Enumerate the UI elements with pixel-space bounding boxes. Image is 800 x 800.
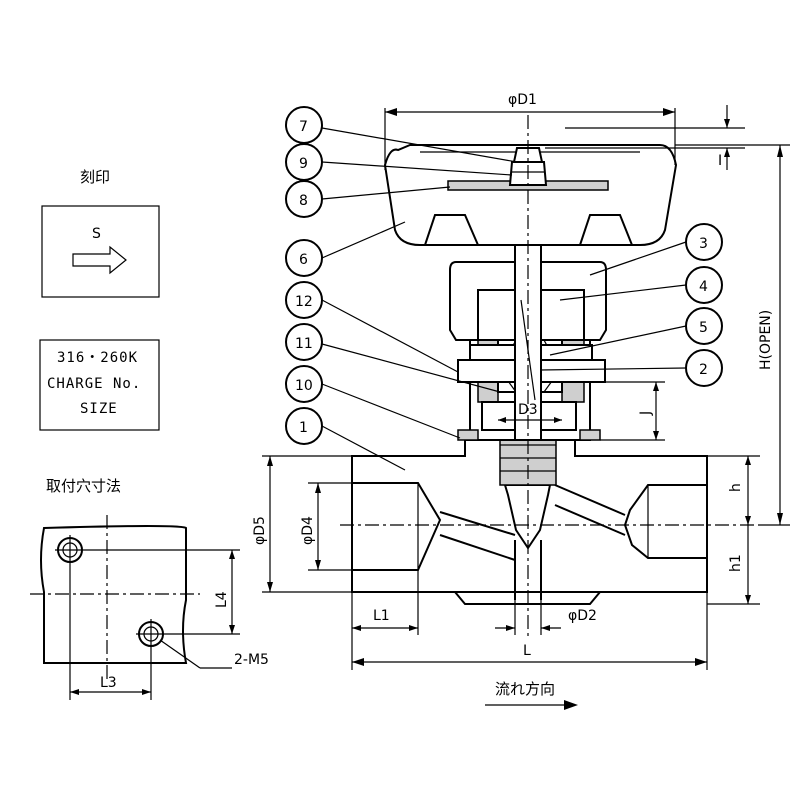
balloon-8: 8 xyxy=(285,180,323,218)
flow-stamp-letter: S xyxy=(92,226,101,242)
balloon-6: 6 xyxy=(285,239,323,277)
balloon-11: 11 xyxy=(285,323,323,361)
svg-text:10: 10 xyxy=(295,378,313,394)
svg-text:12: 12 xyxy=(295,294,313,310)
dim-D4: φD4 xyxy=(300,516,316,545)
svg-text:6: 6 xyxy=(299,252,308,268)
balloon-4: 4 xyxy=(685,266,723,304)
mounting-panel: 取付穴寸法 L3 L4 2-M5 xyxy=(30,477,269,700)
dim-D2: φD2 xyxy=(568,608,597,624)
svg-text:11: 11 xyxy=(295,336,313,352)
marking-panel: 刻印 S 316・260K CHARGE No. SIZE xyxy=(39,168,160,431)
dim-L1: L1 xyxy=(373,608,390,624)
dim-L3: L3 xyxy=(100,675,117,691)
dim-J: J xyxy=(638,411,654,416)
leader-lines xyxy=(321,127,687,471)
balloon-1: 1 xyxy=(285,407,323,445)
balloon-7: 7 xyxy=(285,106,323,144)
balloon-12: 12 xyxy=(285,281,323,319)
dim-L4: L4 xyxy=(214,591,230,608)
valve-body xyxy=(340,115,760,640)
flow-direction: 流れ方向 xyxy=(485,680,578,710)
flow-stamp-box xyxy=(41,205,160,298)
svg-text:4: 4 xyxy=(699,279,708,295)
marking-title: 刻印 xyxy=(80,168,110,186)
hole-callout: 2-M5 xyxy=(234,652,269,668)
tag-line-material: 316・260K xyxy=(57,350,138,366)
dim-H: H(OPEN) xyxy=(758,310,774,370)
mounting-outline xyxy=(40,525,188,664)
balloon-2: 2 xyxy=(685,349,723,387)
svg-text:8: 8 xyxy=(299,193,308,209)
part-balloons: 7 9 8 6 12 11 10 1 3 4 5 2 xyxy=(285,106,723,445)
mounting-title: 取付穴寸法 xyxy=(46,477,121,495)
material-tag-box xyxy=(39,339,160,431)
dim-D1: φD1 xyxy=(508,92,537,108)
balloon-9: 9 xyxy=(285,143,323,181)
balloon-3: 3 xyxy=(685,223,723,261)
svg-text:7: 7 xyxy=(299,119,308,135)
balloon-10: 10 xyxy=(285,365,323,403)
flow-direction-label: 流れ方向 xyxy=(495,680,555,698)
dim-I: I xyxy=(718,153,722,169)
dimension-lines: φD1 I H(OPEN) h h1 J D3 xyxy=(252,92,790,670)
dim-h1: h1 xyxy=(728,554,744,572)
tag-line-charge: CHARGE No. xyxy=(47,376,141,392)
flow-stamp-arrow xyxy=(72,245,127,275)
dim-h: h xyxy=(728,483,744,492)
svg-text:2: 2 xyxy=(699,362,708,378)
dim-L: L xyxy=(523,643,531,659)
svg-text:5: 5 xyxy=(699,320,708,336)
tag-line-size: SIZE xyxy=(80,401,118,417)
svg-text:9: 9 xyxy=(299,156,308,172)
svg-text:3: 3 xyxy=(699,236,708,252)
dim-D3: D3 xyxy=(518,402,538,418)
dim-D5: φD5 xyxy=(252,516,268,545)
svg-text:1: 1 xyxy=(299,420,308,436)
balloon-5: 5 xyxy=(685,307,723,345)
